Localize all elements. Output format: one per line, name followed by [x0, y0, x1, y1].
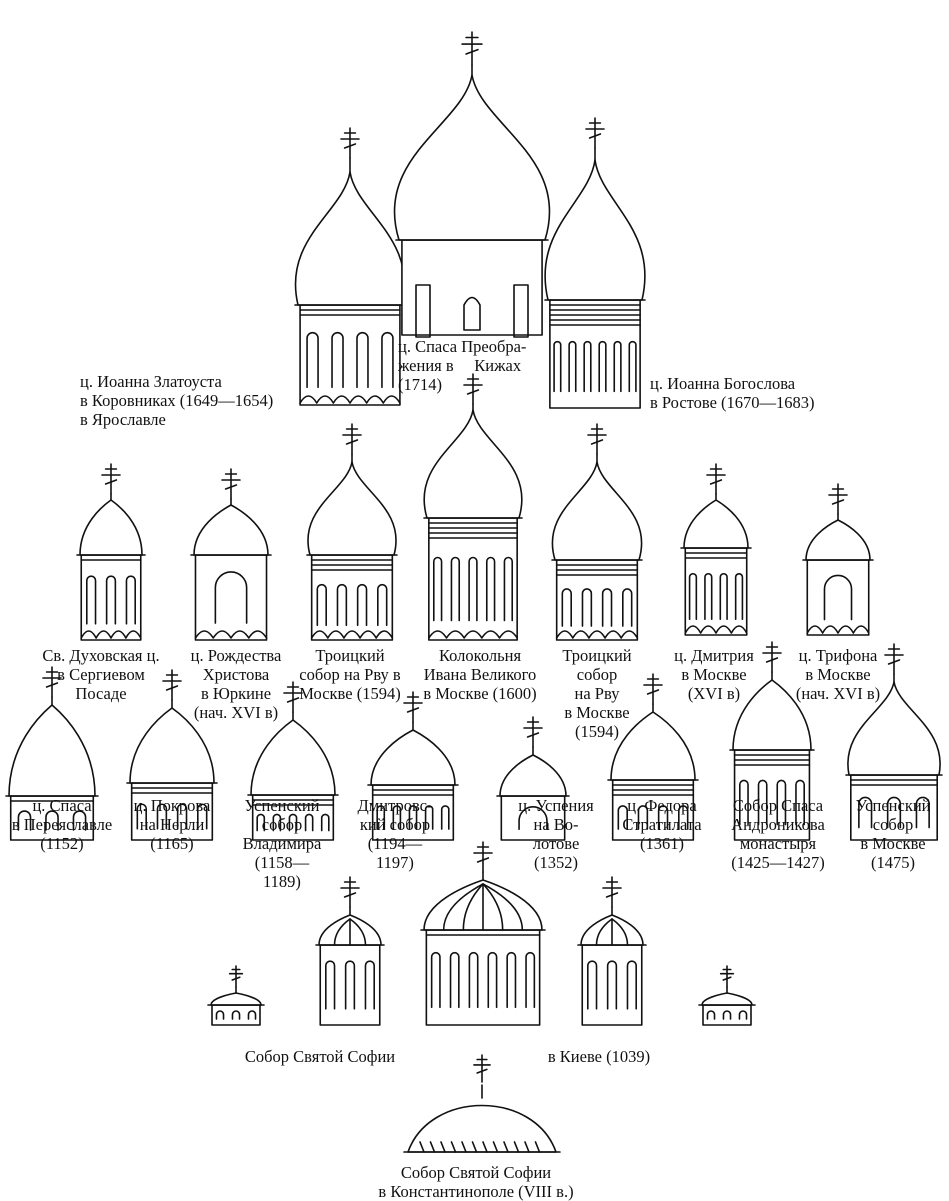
- church-uspensky-vladimir: [247, 681, 339, 841]
- church-kolokolnya: [423, 373, 523, 641]
- church-bogoslov: [544, 117, 646, 409]
- label-uspensky-moscow: Успенский собор в Москве (1475): [855, 796, 931, 872]
- church-dmitrovsky: [367, 691, 459, 841]
- church-sofia-kiev-small-right: [698, 965, 756, 1026]
- church-troitsky-1: [306, 423, 398, 641]
- label-zlatoust: ц. Иоанна Златоуста в Коровниках (1649—1…: [80, 372, 274, 429]
- label-dmitrovsky: Дмитровс- кий собор (1194— 1197): [357, 796, 433, 872]
- church-pokrov: [126, 669, 218, 841]
- church-uspenie-volotovo: [496, 716, 570, 841]
- label-troitsky-1: Троицкий собор на Рву в Москве (1594): [299, 646, 401, 703]
- label-sofia-constantinople: Собор Святой Софии в Константинополе (VI…: [378, 1163, 574, 1201]
- church-sofia-kiev-left: [315, 876, 385, 1026]
- church-sofia-kiev-small-left: [207, 965, 265, 1026]
- label-rozhdestvo: ц. Рождества Христова в Юркине (нач. XVI…: [190, 646, 282, 722]
- label-dukhovskaya: Св. Духовская ц. в Сергиевом Посаде: [42, 646, 160, 703]
- label-spas-pereyaslavl: ц. Спаса в Переяславле (1152): [11, 796, 113, 853]
- label-uspensky-vladimir: Успенский собор Владимира (1158— 1189): [242, 796, 322, 891]
- church-fedor: [607, 673, 699, 841]
- church-sofia-kiev-right: [577, 876, 647, 1026]
- label-dmitry: ц. Дмитрия в Москве (XVI в): [674, 646, 754, 703]
- church-troitsky-2: [551, 423, 643, 641]
- label-sofia-kiev-left: Собор Святой Софии: [244, 1047, 396, 1066]
- label-sofia-kiev-right: в Киеве (1039): [547, 1047, 651, 1066]
- label-trifon: ц. Трифона в Москве (нач. XVI в): [795, 646, 881, 703]
- church-spas-pereyaslavl: [5, 666, 99, 841]
- church-kizhi: [393, 31, 551, 336]
- church-rozhdestvo: [190, 468, 272, 641]
- label-bogoslov: ц. Иоанна Богослова в Ростове (1670—1683…: [650, 374, 815, 412]
- label-pokrov: ц. Покрова на Нерли (1165): [133, 796, 211, 853]
- church-dmitry: [680, 463, 752, 636]
- church-sofia-kiev-center: [420, 841, 546, 1026]
- church-trifon: [802, 483, 874, 636]
- church-sofia-constantinople: [403, 1054, 561, 1153]
- label-troitsky-2: Троицкий собор на Рву в Москве (1594): [562, 646, 632, 741]
- church-uspensky-moscow: [845, 643, 943, 841]
- church-zlatoust: [294, 127, 406, 406]
- church-dukhovskaya: [76, 463, 146, 641]
- label-kizhi: ц. Спаса Преобра- жения в Кижах (1714): [398, 337, 527, 394]
- label-andronikov: Собор Спаса Андроникова монастыря (1425—…: [731, 796, 825, 872]
- label-fedor: ц. Федора Стратилата (1361): [622, 796, 702, 853]
- church-andronikov: [729, 641, 815, 841]
- kizhi-drum-detail: [415, 284, 529, 338]
- label-kolokolnya: Колокольня Ивана Великого в Москве (1600…: [423, 646, 537, 703]
- label-uspenie-volotovo: ц. Успения на Во- лотове (1352): [518, 796, 594, 872]
